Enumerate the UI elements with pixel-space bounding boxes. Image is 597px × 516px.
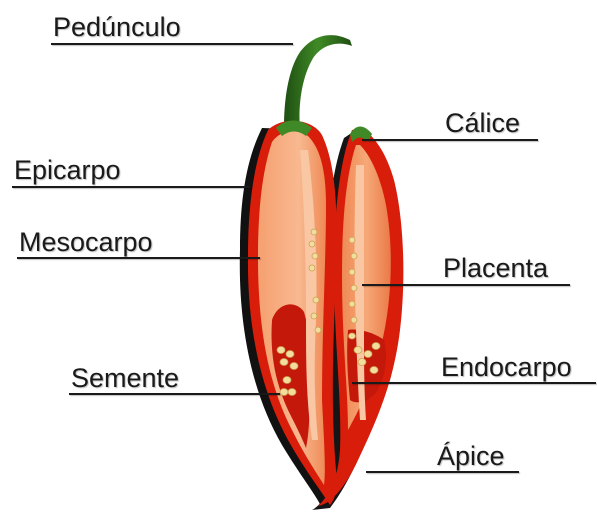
leader-line-calyx	[362, 139, 538, 141]
seed	[349, 269, 355, 275]
seed	[290, 363, 298, 370]
seed	[370, 367, 378, 374]
seed	[354, 347, 362, 354]
seed	[364, 351, 372, 358]
seed	[313, 297, 319, 303]
label-placenta: Placenta	[443, 253, 548, 283]
label-mesocarp: Mesocarpo	[19, 227, 153, 257]
leader-line-epicarp	[12, 186, 250, 188]
leader-line-endocarp	[352, 382, 596, 384]
seed	[358, 359, 366, 366]
seed	[312, 253, 318, 259]
seed	[286, 351, 294, 358]
seed	[309, 241, 315, 247]
leader-line-mesocarp	[17, 257, 260, 259]
seed	[315, 327, 321, 333]
label-calyx: Cálice	[445, 108, 520, 138]
seed	[283, 377, 291, 384]
label-seed: Semente	[71, 363, 179, 393]
seed	[351, 317, 357, 323]
leader-line-peduncle	[51, 43, 293, 45]
label-endocarp: Endocarpo	[441, 352, 572, 382]
seed	[351, 285, 357, 291]
leader-line-seed	[69, 393, 280, 395]
seed	[280, 359, 288, 366]
label-apex: Ápice	[437, 441, 505, 471]
seed	[349, 333, 356, 339]
seed	[311, 229, 317, 235]
leader-line-placenta	[362, 284, 570, 286]
seed	[311, 313, 317, 319]
seed	[288, 389, 296, 396]
peduncle-stem	[284, 35, 352, 130]
seed	[372, 343, 380, 350]
seed	[309, 265, 315, 271]
seed	[280, 389, 288, 396]
seed	[351, 253, 357, 259]
seed	[277, 347, 285, 354]
leader-line-apex	[366, 471, 519, 473]
label-epicarp: Epicarpo	[14, 155, 121, 185]
seed	[349, 237, 355, 243]
seed	[349, 301, 355, 307]
label-peduncle: Pedúnculo	[53, 12, 181, 42]
